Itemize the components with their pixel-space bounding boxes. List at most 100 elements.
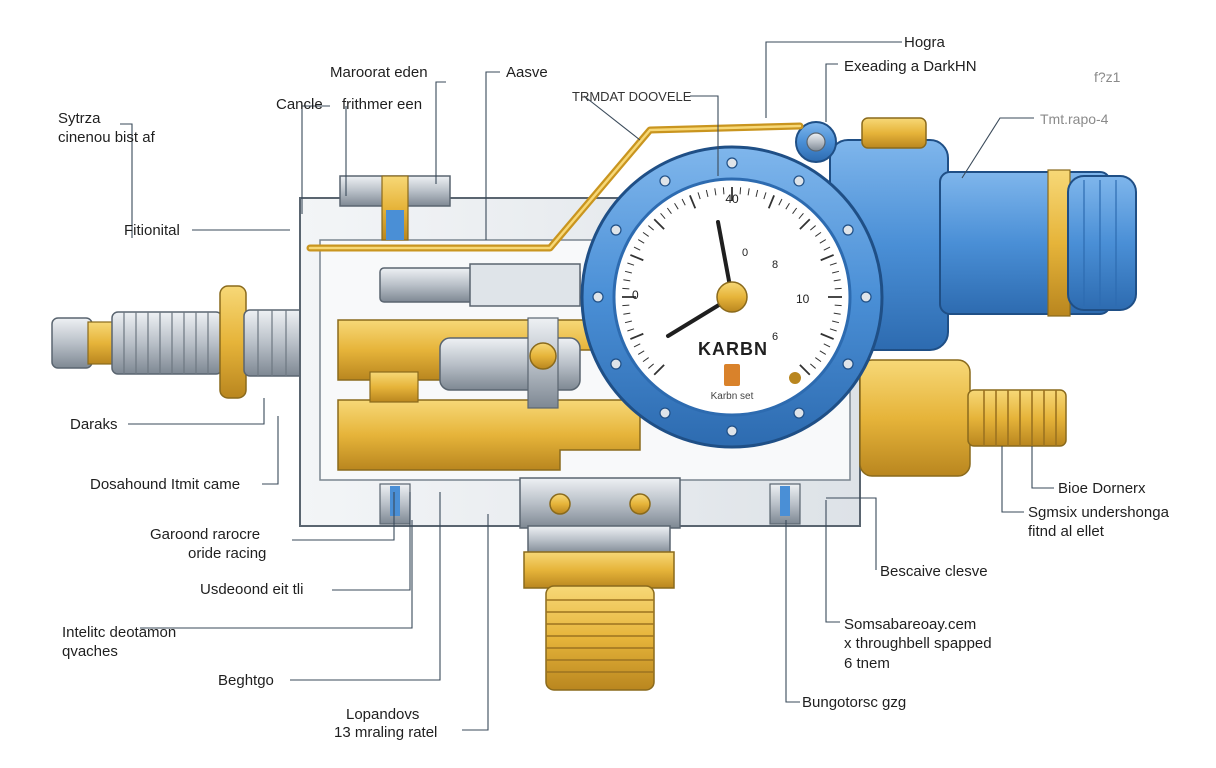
bezel-bolt <box>842 224 854 236</box>
label-bottom-1: Beghtgo <box>218 672 274 689</box>
gauge-brand: KARBN <box>698 339 768 359</box>
gauge-tick <box>833 279 841 282</box>
gauge-tick <box>755 189 759 197</box>
gauge-tick <box>630 332 644 340</box>
label-right-top: Tmt.rapo-4 <box>1040 111 1109 127</box>
gauge-tick <box>785 202 790 210</box>
label-top-right-1: Hogra <box>904 34 945 51</box>
label-right-4c: 6 tnem <box>844 655 890 672</box>
label-left-7a: Intelitc deotamon <box>62 624 177 641</box>
gauge-tick <box>637 239 645 244</box>
gauge-tick <box>819 350 827 355</box>
gauge-bolts <box>592 157 872 437</box>
label-right-2a: Sgmsix undershonga <box>1028 504 1169 521</box>
bezel-bolt <box>610 358 622 370</box>
label-left-2: Fitionital <box>124 222 180 239</box>
gauge-tick <box>653 218 665 230</box>
bezel-bolt <box>659 175 671 187</box>
bezel-bolt <box>842 358 854 370</box>
gauge-tick <box>820 254 834 262</box>
gauge-tick <box>832 320 840 324</box>
bezel-bolt <box>793 175 805 187</box>
gauge-scale-label: 10 <box>796 292 810 306</box>
gauge-tick <box>705 189 709 197</box>
gauge-tick <box>799 364 811 376</box>
label-bottom-2a: Lopandovs <box>346 706 420 723</box>
gauge-tick <box>747 188 750 196</box>
gauge-tick <box>833 312 841 315</box>
leader-lines <box>120 41 1054 731</box>
left-inlet-fitting <box>51 285 325 399</box>
label-left-6: Usdeoond eit tli <box>200 581 304 598</box>
gauge-tick <box>823 246 831 251</box>
bottom-outlet-fitting <box>523 525 675 691</box>
gauge-tick <box>722 187 725 195</box>
gauge-tick <box>653 364 665 376</box>
label-left-7b: qvaches <box>62 643 118 660</box>
label-left-4: Dosahound Itmit came <box>90 476 241 493</box>
gauge-tick <box>681 198 686 206</box>
gauge-scale-label: 8 <box>772 259 779 271</box>
gauge-tick <box>689 195 697 209</box>
gauge-tick <box>829 262 837 266</box>
gauge-tick <box>832 270 840 274</box>
gauge-tick <box>799 218 811 230</box>
gauge-tick <box>624 320 632 324</box>
label-left-5a: Garoond rarocre <box>150 526 261 543</box>
gauge-bottom-text: Karbn set <box>710 391 754 402</box>
label-top-right-2: Exeading a DarkHN <box>844 58 977 75</box>
label-right-4a: Somsabareoay.cem <box>844 616 977 633</box>
gauge-top-mark: 40 <box>725 192 739 206</box>
label-top-left-3: frithmer een <box>342 96 423 113</box>
label-corner: f?z1 <box>1094 69 1121 85</box>
bezel-bolt <box>726 425 738 437</box>
gauge-tick <box>819 239 827 244</box>
label-bottom-2b: 13 mraling ratel <box>334 724 438 741</box>
gauge-tick <box>642 231 649 237</box>
gauge-tick <box>627 262 635 266</box>
label-left-1a: Sytrza <box>58 110 101 127</box>
gauge-tick <box>798 213 804 220</box>
gauge-tick <box>666 207 672 214</box>
bezel-bolt <box>610 224 622 236</box>
gauge-tick <box>714 188 717 196</box>
bezel-bolt <box>726 157 738 169</box>
label-right-1: Bioe Dornerx <box>1058 480 1146 497</box>
label-right-4b: x throughbell spapped <box>844 635 992 652</box>
gauge-tick <box>739 187 742 195</box>
gauge-scale-label: 6 <box>772 331 779 343</box>
gauge-tick <box>622 287 630 290</box>
gauge-tick <box>648 225 655 231</box>
gauge-tick <box>820 332 834 340</box>
gauge-tick <box>697 192 701 200</box>
gauge-tick <box>674 202 679 210</box>
bezel-bolt <box>592 291 604 303</box>
bezel-bolt <box>659 407 671 419</box>
label-inset: TRMDAT DOOVELE <box>572 89 692 104</box>
gauge-tick <box>623 279 631 282</box>
bezel-bolt <box>860 291 872 303</box>
gauge-tick <box>809 363 816 369</box>
right-outlet-fitting <box>859 359 1067 477</box>
gauge-tick <box>763 192 767 200</box>
gauge-tick <box>792 207 798 214</box>
gauge-tick <box>809 225 816 231</box>
gauge-tick <box>829 328 837 332</box>
gauge-scale-label: 0 <box>742 247 749 259</box>
gauge-tick <box>622 304 630 307</box>
blue-housing <box>306 117 1137 351</box>
gauge-tick <box>633 343 641 348</box>
gauge-tick <box>778 198 783 206</box>
gauge-tick <box>633 246 641 251</box>
gauge-tick <box>834 287 842 290</box>
label-top-mid: Aasve <box>506 64 548 81</box>
gauge-tick <box>823 343 831 348</box>
label-right-3: Bescaive clesve <box>880 563 988 580</box>
label-left-1b: cinenou bist af <box>58 129 155 146</box>
label-top-left-2: Cancle <box>276 96 323 113</box>
gauge-tick <box>660 213 666 220</box>
label-left-5b: oride racing <box>188 545 267 562</box>
label-right-5: Bungotorsc gzg <box>802 694 907 711</box>
gauge-tick <box>642 357 649 363</box>
